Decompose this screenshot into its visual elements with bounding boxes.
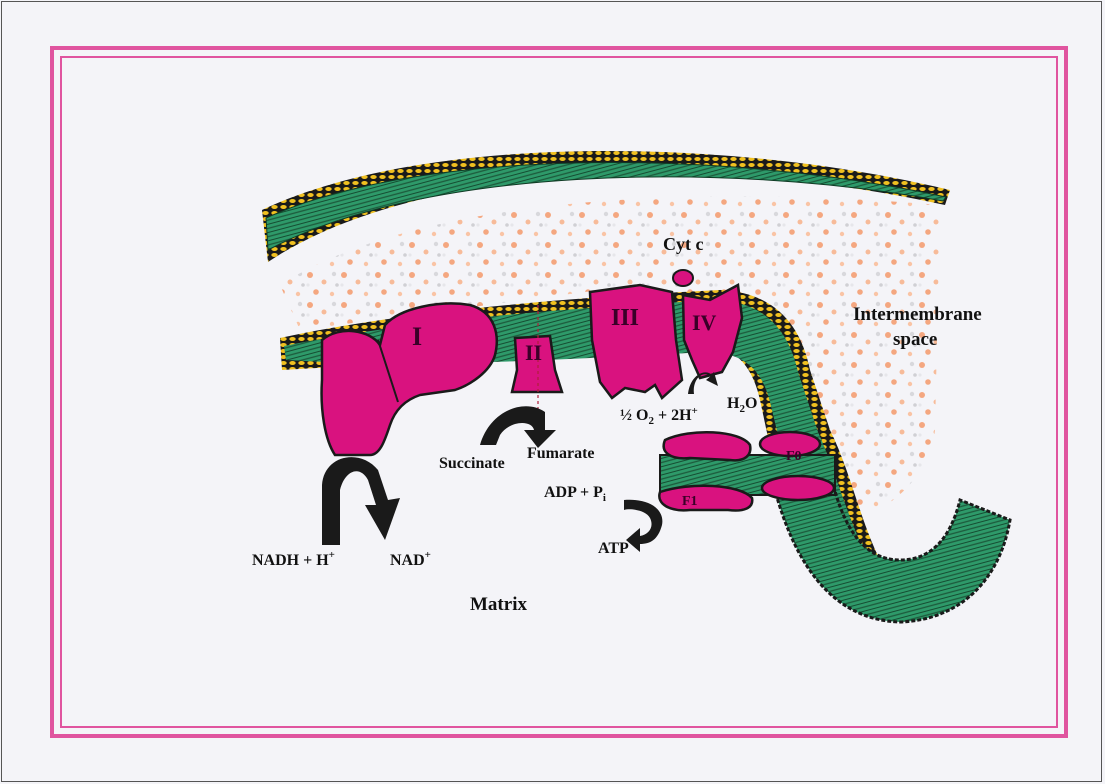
f1-subunit xyxy=(659,486,752,511)
cyt-c-label: Cyt c xyxy=(663,234,703,254)
complex-i-label: I xyxy=(412,322,422,351)
adp-label: ADP + Pi xyxy=(544,484,606,504)
complex-iii-label: III xyxy=(611,305,639,331)
matrix-label: Matrix xyxy=(470,594,527,615)
fumarate-label: Fumarate xyxy=(527,445,595,462)
f1-ring xyxy=(762,476,834,500)
complex-iii xyxy=(590,285,682,398)
f1-label: F1 xyxy=(682,494,698,509)
water-label: H2O xyxy=(727,395,757,415)
cytochrome-c xyxy=(673,270,693,286)
complex-iv-label: IV xyxy=(692,310,717,335)
f0-subunit xyxy=(664,432,751,460)
intermembrane-space-label: space xyxy=(893,329,937,350)
atp-label: ATP xyxy=(598,540,629,557)
f0-label: F0 xyxy=(786,449,802,464)
oxygen-label: ½ O2 + 2H+ xyxy=(620,405,698,427)
complex-ii-label: II xyxy=(525,340,542,365)
succinate-label: Succinate xyxy=(439,455,505,472)
intermembrane-label: Intermembrane xyxy=(853,304,982,325)
nadh-arrow xyxy=(322,457,400,545)
adp-arrow xyxy=(624,500,662,552)
nad-label: NAD+ xyxy=(390,549,431,569)
succinate-arrow xyxy=(480,406,556,448)
nadh-label: NADH + H+ xyxy=(252,549,335,569)
